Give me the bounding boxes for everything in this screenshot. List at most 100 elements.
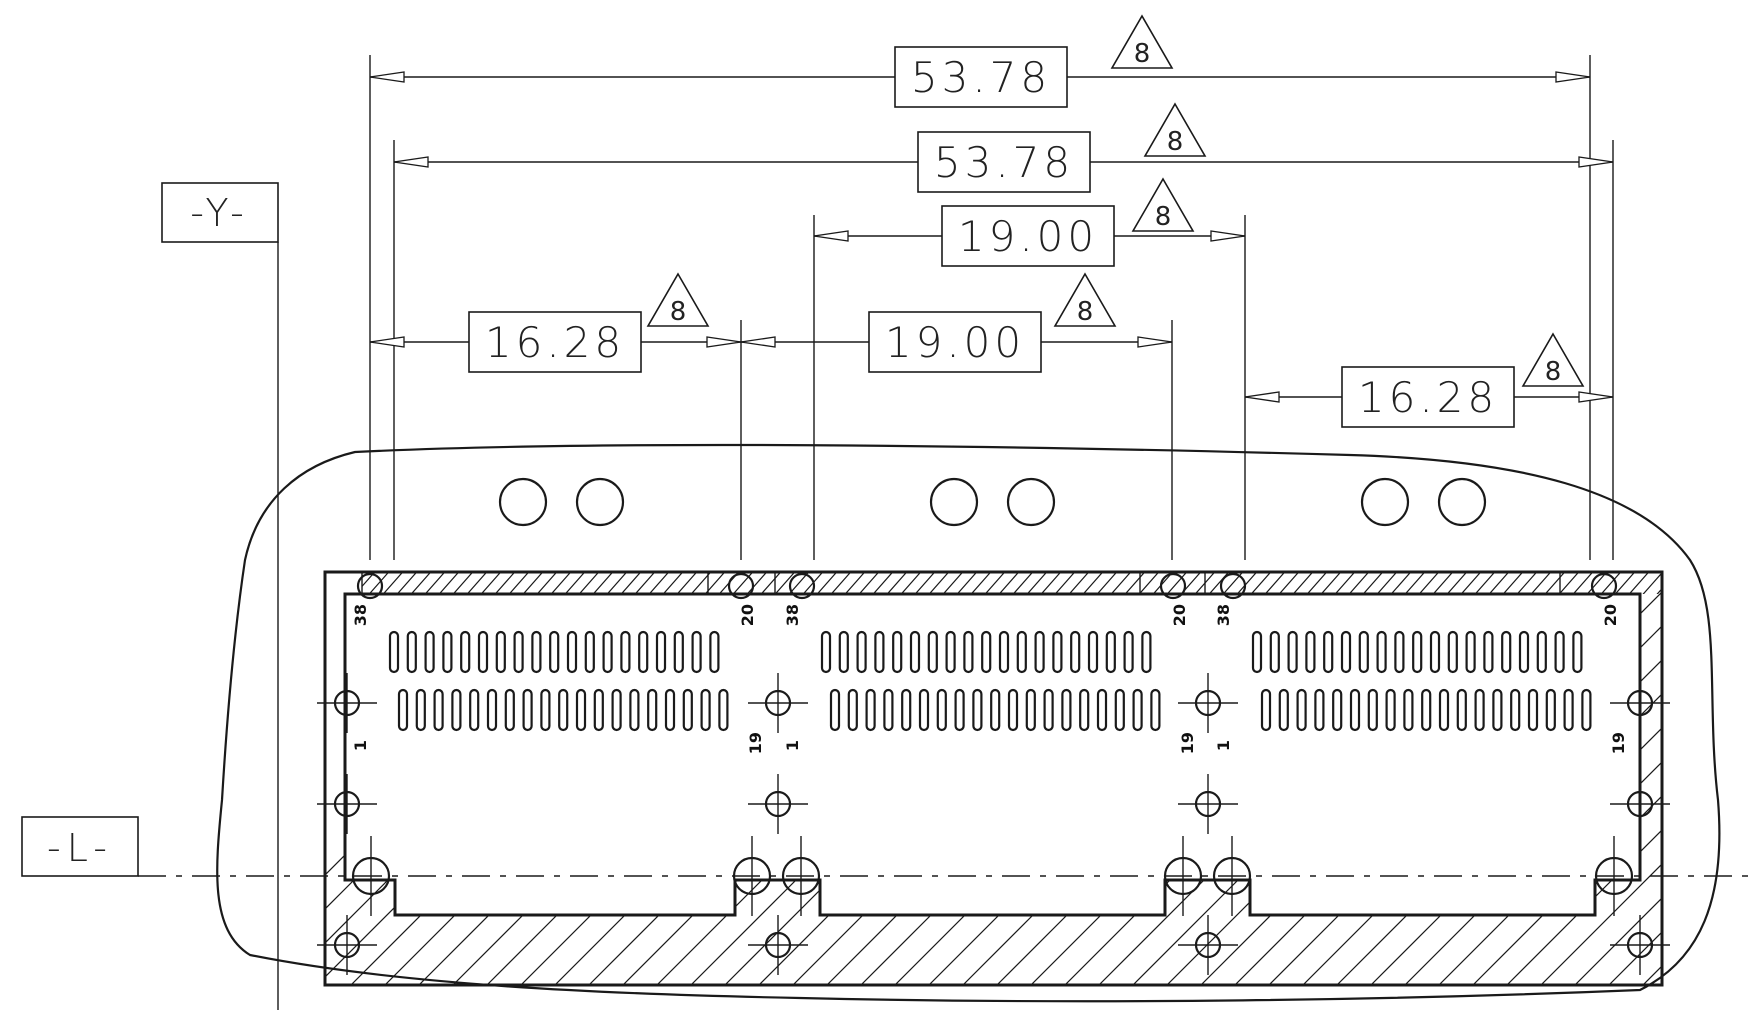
contact-slot [865, 688, 876, 732]
contact-slot [397, 688, 409, 732]
contact-slot [388, 630, 400, 674]
contact-slot [629, 688, 640, 732]
contact-slot [892, 630, 903, 674]
contact-slot [1251, 630, 1263, 674]
contact-slot [945, 630, 956, 674]
contact-slot [918, 688, 930, 732]
contact-slot [477, 630, 489, 674]
pin-hole [356, 572, 384, 600]
contact-slot [638, 630, 649, 674]
contact-slot [981, 630, 992, 674]
contact-slot [856, 630, 867, 674]
crosshair-hole [748, 915, 808, 975]
crosshair-holes [317, 673, 1670, 975]
contact-slot [1305, 630, 1316, 674]
contact-slot [1096, 688, 1108, 732]
contact-slot [691, 630, 702, 674]
contact-slot [1545, 688, 1556, 732]
arrowhead [1578, 391, 1614, 403]
contact-slot [972, 688, 983, 732]
contact-slot [1367, 688, 1378, 732]
datum-y-label: -Y- [190, 191, 250, 235]
flag-number: 8 [1167, 127, 1184, 157]
contact-slot [874, 630, 885, 674]
arrowhead [393, 156, 429, 168]
contact-slot [504, 688, 515, 732]
arrowhead [369, 336, 405, 348]
arrowhead [813, 230, 849, 242]
crosshair-hole [748, 673, 808, 733]
contact-slot [513, 630, 524, 674]
contact-slot [1340, 630, 1352, 674]
arrowhead [1137, 336, 1173, 348]
contact-slot [847, 688, 858, 732]
contact-slot [700, 688, 711, 732]
contact-slot [486, 688, 498, 732]
contact-slot [718, 688, 729, 732]
contact-slot [602, 630, 613, 674]
contact-slot [901, 688, 912, 732]
contact-slot [1572, 630, 1583, 674]
contact-slot [433, 688, 444, 732]
pin-number: 20 [1170, 604, 1189, 626]
crosshair-hole [317, 915, 377, 975]
contact-slot [1061, 688, 1072, 732]
contact-slot [1456, 688, 1467, 732]
contact-slot [1421, 688, 1432, 732]
contact-slot [1287, 630, 1298, 674]
contact-slot [575, 688, 587, 732]
pin-number: 20 [1601, 604, 1620, 626]
contact-slot [1150, 688, 1161, 732]
pin-hole [727, 572, 755, 600]
upper-holes [498, 477, 1487, 527]
contact-slot [1132, 688, 1143, 732]
contact-slot [566, 630, 578, 674]
contact-slot [1114, 688, 1125, 732]
pin-number: 38 [783, 604, 802, 626]
locating-hole [351, 836, 391, 916]
locating-hole [1594, 836, 1634, 916]
contact-slot [954, 688, 965, 732]
contact-slot [1332, 688, 1343, 732]
pin-hole [1219, 572, 1247, 600]
datum-y-box: -Y- [161, 182, 279, 243]
contact-slot [495, 630, 506, 674]
contact-slot [829, 688, 841, 732]
pin-number: 38 [1214, 604, 1233, 626]
crosshair-hole [1178, 774, 1238, 834]
mounting-hole [1006, 477, 1056, 527]
pin-number: 19 [746, 732, 765, 754]
mounting-hole [575, 477, 625, 527]
contact-slot [1536, 630, 1547, 674]
datum-flag-triangle: 8 [1131, 177, 1195, 232]
flag-number: 8 [1134, 39, 1151, 69]
contact-slot [883, 688, 894, 732]
extension-lines [369, 55, 1614, 560]
locating-hole [781, 836, 821, 916]
dimension-value-text: 16.28 [485, 318, 625, 367]
contact-slot [1141, 630, 1152, 674]
contact-slot [1447, 630, 1458, 674]
contact-slot [1260, 688, 1272, 732]
contact-slot [1070, 630, 1081, 674]
top-rail-hatch [362, 572, 1662, 594]
pin-number: 1 [1214, 740, 1233, 751]
dimension-lines [369, 71, 1614, 403]
contact-slot [909, 630, 921, 674]
dimension-value: 16.28 [1341, 366, 1515, 428]
contact-slot [540, 688, 551, 732]
crosshair-hole [317, 774, 377, 834]
contact-slot [990, 688, 1001, 732]
pin-hole [1590, 572, 1618, 600]
dimension-value: 53.78 [894, 46, 1068, 108]
dimension-value: 19.00 [868, 311, 1042, 373]
pin-hole [788, 572, 816, 600]
contact-slot [1052, 630, 1063, 674]
arrowhead [369, 71, 405, 83]
housing-inner [343, 592, 1642, 917]
contact-slot [424, 630, 435, 674]
crosshair-hole [1610, 774, 1670, 834]
